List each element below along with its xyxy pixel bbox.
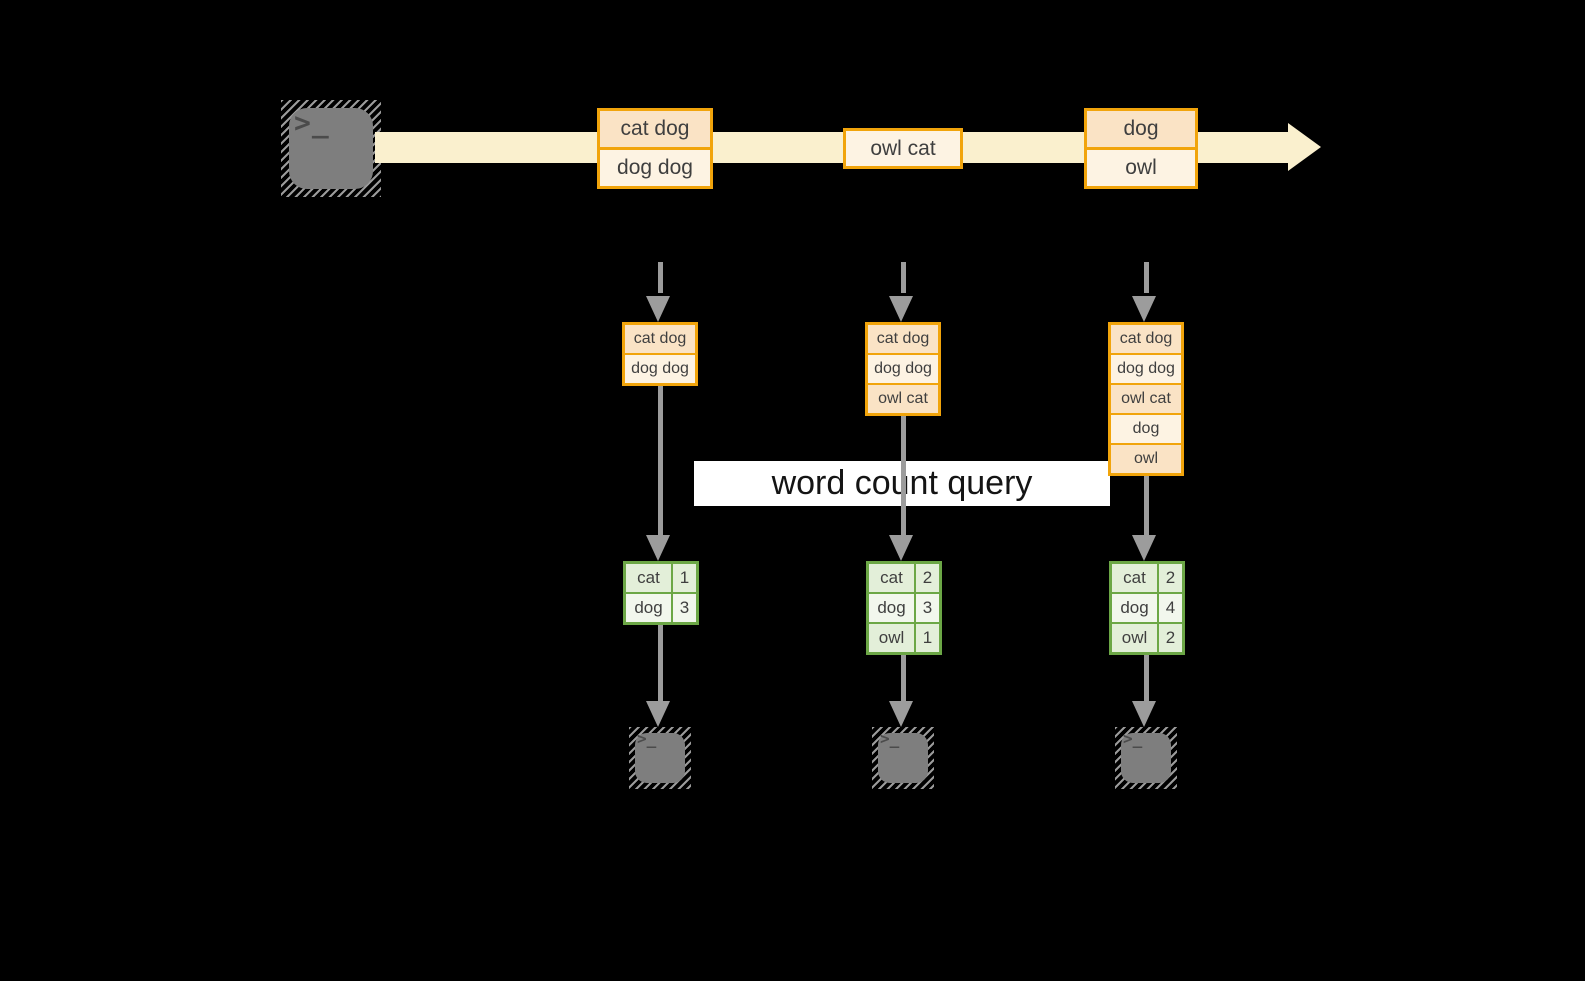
table-count-cell: 2 bbox=[916, 564, 939, 592]
terminal-icon bbox=[289, 108, 373, 189]
arrow-line bbox=[658, 386, 663, 535]
terminal-prompt-glyph: >_ bbox=[1123, 729, 1143, 748]
table-word-cell: cat bbox=[869, 564, 914, 592]
word-count-table-1: cat 1 dog 3 bbox=[623, 561, 699, 625]
output-terminal-icon-2: >_ bbox=[872, 727, 934, 789]
table-count-cell: 3 bbox=[673, 594, 696, 622]
arrowhead-icon bbox=[646, 535, 670, 561]
terminal-icon bbox=[1121, 733, 1171, 783]
table-word-cell: owl bbox=[1112, 624, 1157, 652]
table-count-cell: 2 bbox=[1159, 624, 1182, 652]
arrow-line bbox=[1144, 655, 1149, 701]
table-word-cell: dog bbox=[1112, 594, 1157, 622]
table-count-cell: 3 bbox=[916, 594, 939, 622]
arrowhead-icon bbox=[889, 701, 913, 727]
table-word-cell: dog bbox=[869, 594, 914, 622]
input-line: owl cat bbox=[868, 385, 938, 413]
stream-event-line: owl bbox=[1087, 150, 1195, 186]
table-word-cell: owl bbox=[869, 624, 914, 652]
word-count-table-3: cat 2 dog 4 owl 2 bbox=[1109, 561, 1185, 655]
input-line: cat dog bbox=[625, 325, 695, 353]
input-line: dog dog bbox=[868, 355, 938, 383]
input-line: dog dog bbox=[1111, 355, 1181, 383]
input-stack-1: cat dog dog dog bbox=[622, 322, 698, 386]
table-word-cell: cat bbox=[626, 564, 671, 592]
terminal-prompt-glyph: >_ bbox=[294, 106, 330, 139]
stream-event-box-1: cat dog dog dog bbox=[597, 108, 713, 189]
input-line: cat dog bbox=[868, 325, 938, 353]
arrowhead-icon bbox=[646, 296, 670, 322]
table-count-cell: 1 bbox=[673, 564, 696, 592]
arrowhead-icon bbox=[646, 701, 670, 727]
terminal-prompt-glyph: >_ bbox=[880, 729, 900, 748]
table-count-cell: 1 bbox=[916, 624, 939, 652]
output-terminal-icon-3: >_ bbox=[1115, 727, 1177, 789]
input-stack-3: cat dog dog dog owl cat dog owl bbox=[1108, 322, 1184, 476]
terminal-icon bbox=[635, 733, 685, 783]
input-stack-2: cat dog dog dog owl cat bbox=[865, 322, 941, 416]
stream-event-line: dog bbox=[1087, 111, 1195, 147]
dashed-arrow-line bbox=[901, 262, 906, 293]
word-count-table-2: cat 2 dog 3 owl 1 bbox=[866, 561, 942, 655]
terminal-prompt-glyph: >_ bbox=[637, 729, 657, 748]
table-count-cell: 4 bbox=[1159, 594, 1182, 622]
table-word-cell: cat bbox=[1112, 564, 1157, 592]
input-line: cat dog bbox=[1111, 325, 1181, 353]
arrow-line bbox=[1144, 476, 1149, 535]
table-count-cell: 2 bbox=[1159, 564, 1182, 592]
arrowhead-icon bbox=[1132, 296, 1156, 322]
arrowhead-icon bbox=[1132, 701, 1156, 727]
stream-event-line: cat dog bbox=[600, 111, 710, 147]
table-word-cell: dog bbox=[626, 594, 671, 622]
stream-event-box-3: dog owl bbox=[1084, 108, 1198, 189]
input-line: dog dog bbox=[625, 355, 695, 383]
terminal-icon bbox=[878, 733, 928, 783]
arrowhead-icon bbox=[1132, 535, 1156, 561]
arrow-line bbox=[901, 416, 906, 535]
arrow-line bbox=[901, 655, 906, 701]
dashed-arrow-line bbox=[1144, 262, 1149, 293]
stream-arrowhead-icon bbox=[1288, 123, 1321, 171]
arrowhead-icon bbox=[889, 535, 913, 561]
stream-event-line: owl cat bbox=[846, 131, 960, 166]
dashed-arrow-line bbox=[658, 262, 663, 293]
input-line: owl bbox=[1111, 445, 1181, 473]
stream-event-box-2: owl cat bbox=[843, 128, 963, 169]
source-terminal-icon: >_ bbox=[281, 100, 381, 197]
stream-event-line: dog dog bbox=[600, 150, 710, 186]
arrowhead-icon bbox=[889, 296, 913, 322]
input-line: dog bbox=[1111, 415, 1181, 443]
arrow-line bbox=[658, 625, 663, 701]
input-line: owl cat bbox=[1111, 385, 1181, 413]
output-terminal-icon-1: >_ bbox=[629, 727, 691, 789]
